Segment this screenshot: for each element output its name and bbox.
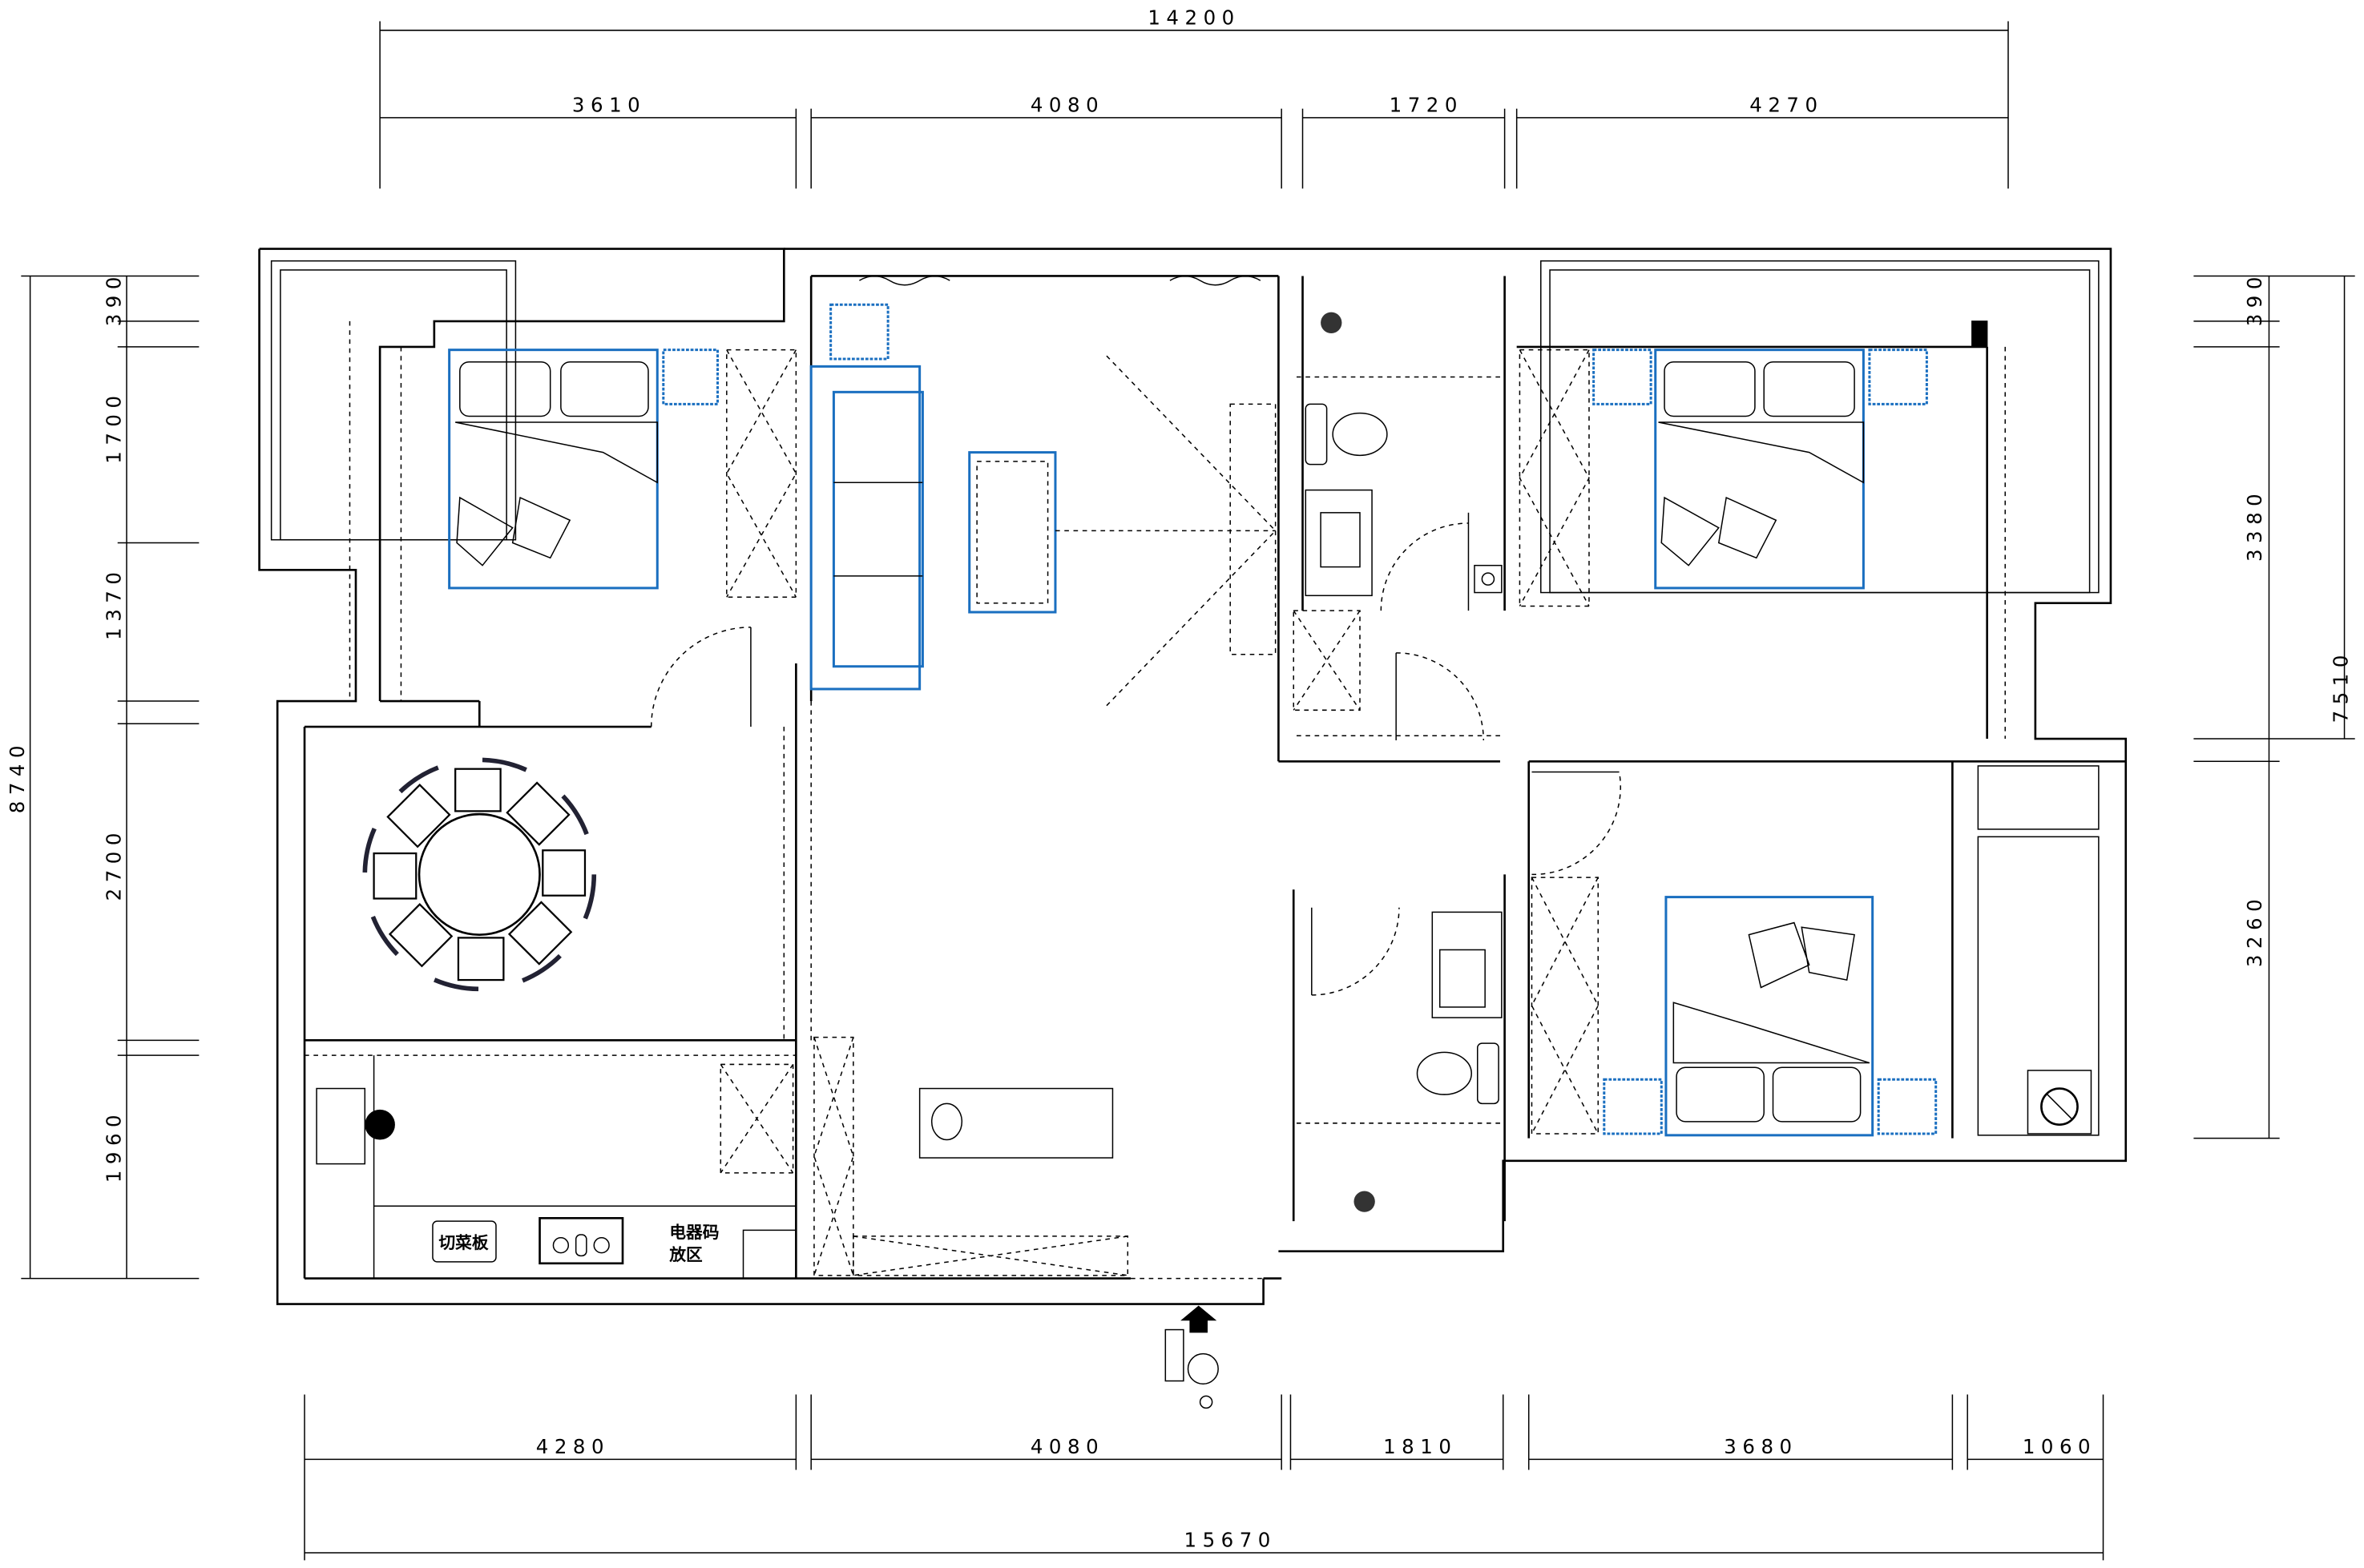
- bed-bedroom-lower: [1664, 896, 1874, 1137]
- nightstand: [1877, 1078, 1938, 1135]
- walls: [258, 248, 2128, 1305]
- nightstand: [1868, 349, 1928, 405]
- dim-left-total: 8740: [6, 740, 29, 813]
- appliance-zone-label-1: 电器码: [669, 1223, 719, 1242]
- dim-right-2: 3380: [2243, 488, 2266, 562]
- bathroom-upper: [1305, 312, 1503, 597]
- dim-top-total: 14200: [1148, 6, 1240, 29]
- dim-top-1: 3610: [572, 93, 646, 116]
- dim-bottom-4: 3680: [1724, 1435, 1797, 1458]
- appliance-zone-label-2: 放区: [668, 1245, 703, 1264]
- side-table: [829, 303, 890, 361]
- dim-left-5: 1960: [103, 1109, 126, 1183]
- dim-top-4: 4270: [1749, 93, 1823, 116]
- doors: [404, 512, 1621, 1042]
- dim-left-2: 1700: [103, 389, 126, 463]
- washing-machine: [2027, 1070, 2092, 1135]
- kitchen: 切菜板 电器码 放区: [316, 1055, 1114, 1280]
- curtain: [858, 275, 1261, 286]
- bathroom-lower: [1353, 911, 1503, 1212]
- entrance-arrow: [1180, 1305, 1217, 1333]
- dimension-top: 14200 3610 4080 1720 4270: [379, 6, 2009, 189]
- dim-bottom-5: 1060: [2023, 1435, 2096, 1458]
- dim-top-2: 4080: [1031, 93, 1104, 116]
- coffee-table: [968, 451, 1057, 614]
- dim-right-total: 7510: [2329, 649, 2352, 723]
- dim-bottom-total: 15670: [1184, 1528, 1277, 1551]
- person-icon: [365, 1109, 395, 1140]
- dimension-bottom: 4280 4080 1810 3680 1060 15670: [304, 1394, 2104, 1561]
- dim-bottom-1: 4280: [536, 1435, 610, 1458]
- kitchen-island: [918, 1087, 1114, 1159]
- shower-icon: [1353, 1191, 1375, 1212]
- dimension-right: 390 3380 3260 7510: [2193, 271, 2355, 1139]
- nightstand: [1592, 349, 1652, 405]
- dim-left-4: 2700: [103, 827, 126, 901]
- dim-right-3: 3260: [2243, 893, 2266, 967]
- bed-bedroom-right: [1654, 349, 1865, 590]
- dim-top-3: 1720: [1390, 93, 1463, 116]
- dimension-left: 8740 390 1700 1370 2700 1960: [6, 271, 200, 1280]
- dim-bottom-2: 4080: [1031, 1435, 1104, 1458]
- nightstand: [662, 349, 720, 405]
- dim-bottom-3: 1810: [1383, 1435, 1457, 1458]
- gas-stove: [539, 1217, 624, 1265]
- sofa: [809, 365, 924, 691]
- shower-icon: [1321, 312, 1342, 333]
- dim-right-1: 390: [2243, 271, 2266, 326]
- person-entering-icon: [1164, 1328, 1219, 1409]
- wardrobes: [720, 349, 2100, 1276]
- cutting-board-label: 切菜板: [438, 1233, 488, 1252]
- dim-left-1: 390: [103, 271, 126, 326]
- tv-projection-lines: [1055, 355, 1277, 707]
- cutting-board: [432, 1220, 497, 1263]
- dim-left-3: 1370: [103, 566, 126, 640]
- kitchen-sink: [316, 1087, 366, 1165]
- dining-table: [362, 757, 597, 992]
- bed-master-left: [448, 349, 659, 590]
- nightstand: [1603, 1078, 1663, 1135]
